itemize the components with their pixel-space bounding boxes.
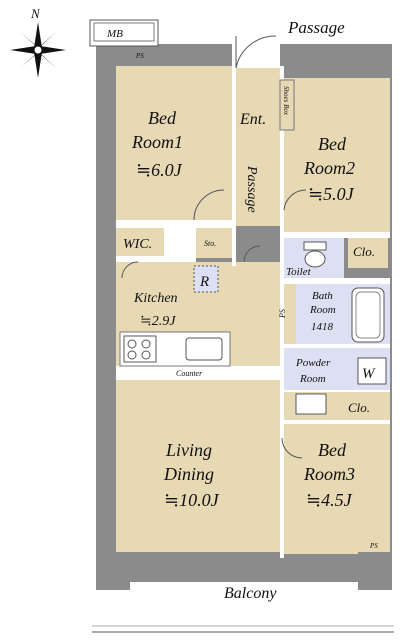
bedroom2-label-2: Room2 (303, 158, 355, 178)
toilet-icon (303, 241, 327, 268)
closet1-label: Clo. (353, 244, 375, 259)
bedroom2-label: Bed (318, 134, 347, 154)
bedroom1-label: Bed (148, 108, 177, 128)
powder-label: Powder (295, 357, 331, 369)
closet2-label: Clo. (348, 400, 370, 415)
bathtub-icon (351, 287, 385, 343)
passage-area (236, 66, 280, 226)
kitchen-label: Kitchen (133, 291, 178, 306)
washer-space (357, 357, 387, 385)
sink-icon (185, 337, 223, 361)
wic-label: WIC. (123, 237, 152, 252)
passage-mid-label: Passage (244, 165, 259, 213)
bedroom3-area (284, 424, 390, 554)
bedroom1-label-2: Room1 (131, 132, 183, 152)
bedroom2-size: ≒5.0J (308, 184, 355, 204)
bath-size: 1418 (311, 321, 334, 333)
counter-label: Counter (176, 369, 203, 378)
kitchen-size: ≒2.9J (140, 314, 176, 329)
balcony-label: Balcony (224, 585, 277, 602)
bath-label-2: Room (309, 304, 336, 316)
refrigerator-space (193, 265, 219, 293)
storage-area (196, 228, 232, 258)
ps-mid-label: PS (278, 309, 287, 319)
living-dining-area (116, 380, 280, 552)
ps-top-label: PS (135, 52, 144, 60)
mb-label: MB (106, 28, 123, 40)
bedroom1-area (116, 66, 232, 220)
ps-bottom-label: PS (369, 542, 378, 550)
entrance-label: Ent. (239, 111, 266, 128)
storage-label: Sto. (204, 239, 216, 248)
dining-label: Dining (163, 464, 214, 484)
powder-label-2: Room (299, 373, 326, 385)
living-dining-size: ≒10.0J (164, 490, 220, 510)
vanity-sink-icon (295, 393, 327, 415)
refrigerator-label: R (199, 274, 209, 290)
shoes-box-label: Shoes Box (282, 86, 290, 116)
washer-label: W (362, 366, 376, 382)
bedroom3-size: ≒4.5J (306, 490, 353, 510)
living-label: Living (165, 440, 212, 460)
ps-shaft-area (282, 284, 296, 346)
shoes-box (279, 79, 295, 131)
passage-top-label: Passage (287, 18, 345, 37)
compass-rose-icon (10, 22, 66, 78)
bedroom3-label-2: Room3 (303, 464, 355, 484)
toilet-label: Toilet (286, 266, 312, 278)
north-label: N (30, 6, 41, 21)
bedroom3-label: Bed (318, 440, 347, 460)
bedroom1-size: ≒6.0J (136, 160, 183, 180)
closet1-area (348, 238, 388, 268)
bedroom2-area (282, 78, 390, 234)
bath-label: Bath (312, 290, 333, 302)
wic-area (116, 228, 164, 256)
